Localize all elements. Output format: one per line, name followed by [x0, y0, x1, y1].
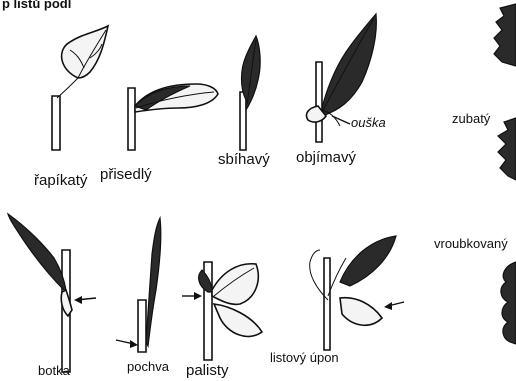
label-clasping: objímavý: [296, 150, 356, 165]
label-sheath: pochva: [127, 360, 169, 373]
label-dentate: zubatý: [452, 112, 490, 125]
label-stipules: palisty: [186, 363, 229, 378]
ochrea-drawing: [8, 214, 96, 372]
label-leaf-tendril: listový úpon: [270, 351, 339, 364]
sheath-drawing: [116, 218, 161, 352]
sessile-leaf-drawing: [128, 84, 218, 150]
petiolate-leaf-drawing: [52, 26, 108, 150]
stipules-drawing: [182, 262, 262, 360]
label-ochrea: botka: [38, 364, 70, 377]
label-petiolate: řapíkatý: [34, 173, 87, 188]
dentate-margin-drawing: [494, 4, 516, 180]
label-auricles: ouška: [351, 116, 386, 129]
decurrent-leaf-drawing: [240, 36, 260, 150]
crenate-margin-drawing: [501, 262, 516, 344]
leaf-tendril-drawing: [310, 236, 404, 350]
label-crenate: vroubkovaný: [434, 237, 508, 250]
label-sessile: přisedlý: [100, 167, 152, 182]
label-decurrent: sbíhavý: [218, 152, 270, 167]
